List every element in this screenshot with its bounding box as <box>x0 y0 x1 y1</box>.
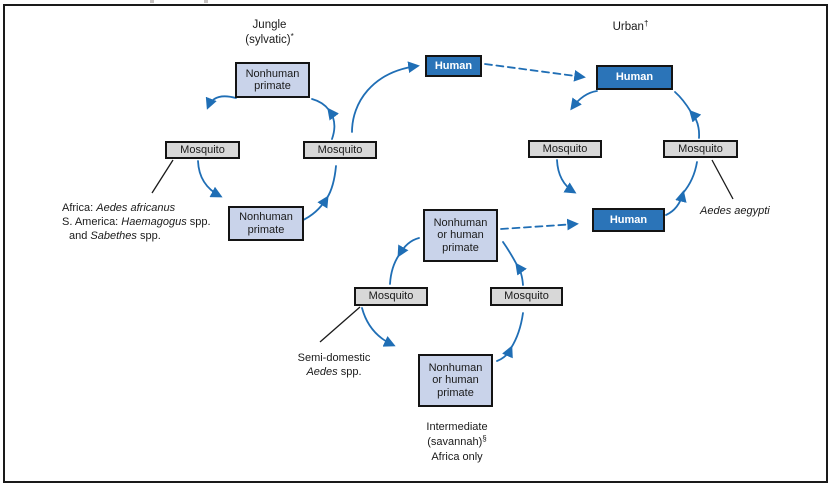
node-intermediate-primate-top: Nonhuman or human primate <box>423 209 498 262</box>
intermediate-cycle-title: Intermediate (savannah)§ Africa only <box>407 420 507 465</box>
arrow-jungle-mosquito-left-to-primate <box>197 160 223 198</box>
arrow-stub <box>311 98 330 111</box>
semi-domestic-line2: Aedes spp. <box>306 366 362 378</box>
jungle-vectors-annotation: Africa: Aedes africanus S. America: Haem… <box>62 201 211 243</box>
arrow-jungle-primate-to-mosquito-left <box>205 95 237 110</box>
dashed-arrow-bridge-human-to-urban-human <box>484 63 586 82</box>
arrow-intermediate-primate-to-mosquito-right <box>496 345 513 362</box>
node-jungle-nonhuman-primate-top: Nonhuman primate <box>235 62 310 98</box>
jungle-cycle-title: Jungle (sylvatic)* <box>217 18 322 48</box>
arrow-intermediate-mosquito-left-to-primate <box>361 307 396 347</box>
intermediate-title-line3: Africa only <box>431 451 483 463</box>
arrow-stub <box>502 241 518 266</box>
arrow-jungle-primate-to-mosquito-right <box>300 195 329 222</box>
node-intermediate-mosquito-right: Mosquito <box>490 287 563 306</box>
intermediate-title-line1: Intermediate <box>426 421 488 433</box>
node-bridge-human: Human <box>425 55 482 77</box>
node-intermediate-primate-bottom: Nonhuman or human primate <box>418 354 493 407</box>
label-pointer-lines <box>151 159 734 343</box>
node-jungle-mosquito-left: Mosquito <box>165 141 240 159</box>
semi-domestic-line1: Semi-domestic <box>297 352 371 364</box>
jungle-title-line2: (sylvatic)* <box>245 32 294 47</box>
semi-domestic-annotation: Semi-domestic Aedes spp. <box>286 351 382 379</box>
node-urban-mosquito-right: Mosquito <box>663 140 738 158</box>
dashed-arrow-intermediate-primate-to-urban-human <box>500 218 579 231</box>
cropped-text-artifact <box>204 0 208 3</box>
arrow-urban-human-to-mosquito-left <box>570 90 598 111</box>
node-urban-human-top: Human <box>596 65 673 90</box>
jungle-vectors-line1: Africa: Aedes africanus <box>62 202 176 214</box>
arrow-intermediate-primate-to-mosquito-left <box>397 237 420 258</box>
node-urban-human-bottom: Human <box>592 208 665 232</box>
pointer-line-aedes-aegypti <box>711 159 734 200</box>
jungle-vectors-line2: S. America: Haemagogus spp. <box>62 216 211 228</box>
figure-border <box>3 4 828 483</box>
arrow-urban-mosquito-left-to-human <box>556 159 577 194</box>
pointer-line-jungle-vectors <box>151 159 174 194</box>
jungle-title-line1: Jungle <box>252 19 287 31</box>
arrow-urban-human-to-mosquito-right <box>665 190 687 216</box>
arrow-mosquito-to-bridge-human <box>351 61 420 133</box>
arrow-jungle-mosquito-right-to-primate <box>327 107 339 140</box>
node-jungle-nonhuman-primate-bottom: Nonhuman primate <box>228 206 304 241</box>
intermediate-title-line2: (savannah)§ <box>427 434 487 449</box>
urban-cycle-title: Urban† <box>612 19 649 34</box>
arrow-stub <box>682 161 698 194</box>
pointer-line-semi-domestic <box>319 306 361 343</box>
node-jungle-mosquito-right: Mosquito <box>303 141 377 159</box>
node-intermediate-mosquito-left: Mosquito <box>354 287 428 306</box>
cropped-text-artifact <box>150 0 154 3</box>
arrow-stub <box>389 254 400 285</box>
arrow-stub <box>674 91 692 113</box>
aedes-aegypti-annotation: Aedes aegypti <box>700 205 770 217</box>
arrow-stub <box>510 312 524 349</box>
arrow-stub <box>326 165 337 199</box>
node-urban-mosquito-left: Mosquito <box>528 140 602 158</box>
arrow-urban-mosquito-right-to-human <box>689 109 702 139</box>
jungle-vectors-line3: and Sabethes spp. <box>69 230 161 242</box>
arrow-intermediate-mosquito-right-to-primate <box>515 262 527 286</box>
cycle-arrows <box>197 61 702 362</box>
